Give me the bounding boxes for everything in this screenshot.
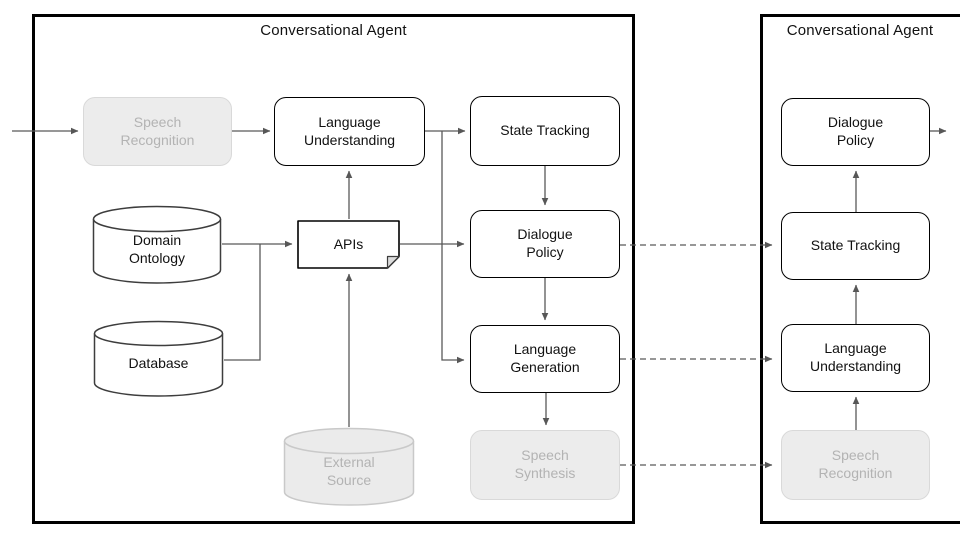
apis-label: APIs: [333, 235, 364, 252]
database-node: Database: [93, 320, 224, 397]
left-speech-synthesis-label: Speech Synthesis: [514, 447, 576, 481]
left-agent-panel: [32, 14, 635, 524]
right-speech-recognition-label: Speech Recognition: [818, 447, 893, 481]
left-state-tracking-node: State Tracking: [470, 96, 620, 166]
external-source-node: External Source: [283, 427, 415, 506]
right-state-tracking-node: State Tracking: [781, 212, 930, 280]
left-speech-recognition-label: Speech Recognition: [120, 113, 195, 148]
document-shape-icon: [297, 220, 400, 269]
left-dialogue-policy-node: Dialogue Policy: [470, 210, 620, 278]
right-agent-title: Conversational Agent: [786, 22, 934, 39]
database-cylinder-icon: [93, 320, 224, 397]
right-speech-recognition-node: Speech Recognition: [781, 430, 930, 500]
domain-ontology-node: Domain Ontology: [92, 205, 222, 284]
left-speech-recognition-node: Speech Recognition: [83, 97, 232, 166]
left-dialogue-policy-label: Dialogue Policy: [517, 226, 573, 260]
right-state-tracking-label: State Tracking: [810, 237, 901, 254]
left-language-generation-label: Language Generation: [510, 341, 580, 375]
domain-ontology-label: Domain Ontology: [128, 231, 186, 266]
apis-node: APIs: [297, 220, 400, 269]
left-state-tracking-label: State Tracking: [500, 122, 590, 139]
right-agent-panel: [760, 14, 960, 524]
external-source-label: External Source: [323, 453, 375, 488]
left-speech-synthesis-node: Speech Synthesis: [470, 430, 620, 500]
left-language-generation-node: Language Generation: [470, 325, 620, 393]
database-label: Database: [128, 354, 189, 371]
database-cylinder-icon: [283, 427, 415, 506]
right-language-understanding-node: Language Understanding: [781, 324, 930, 392]
left-agent-title: Conversational Agent: [260, 22, 407, 39]
database-cylinder-icon: [92, 205, 222, 284]
left-language-understanding-label: Language Understanding: [303, 113, 396, 148]
right-language-understanding-label: Language Understanding: [809, 340, 902, 374]
right-dialogue-policy-node: Dialogue Policy: [781, 98, 930, 166]
left-language-understanding-node: Language Understanding: [274, 97, 425, 166]
right-dialogue-policy-label: Dialogue Policy: [827, 114, 884, 148]
